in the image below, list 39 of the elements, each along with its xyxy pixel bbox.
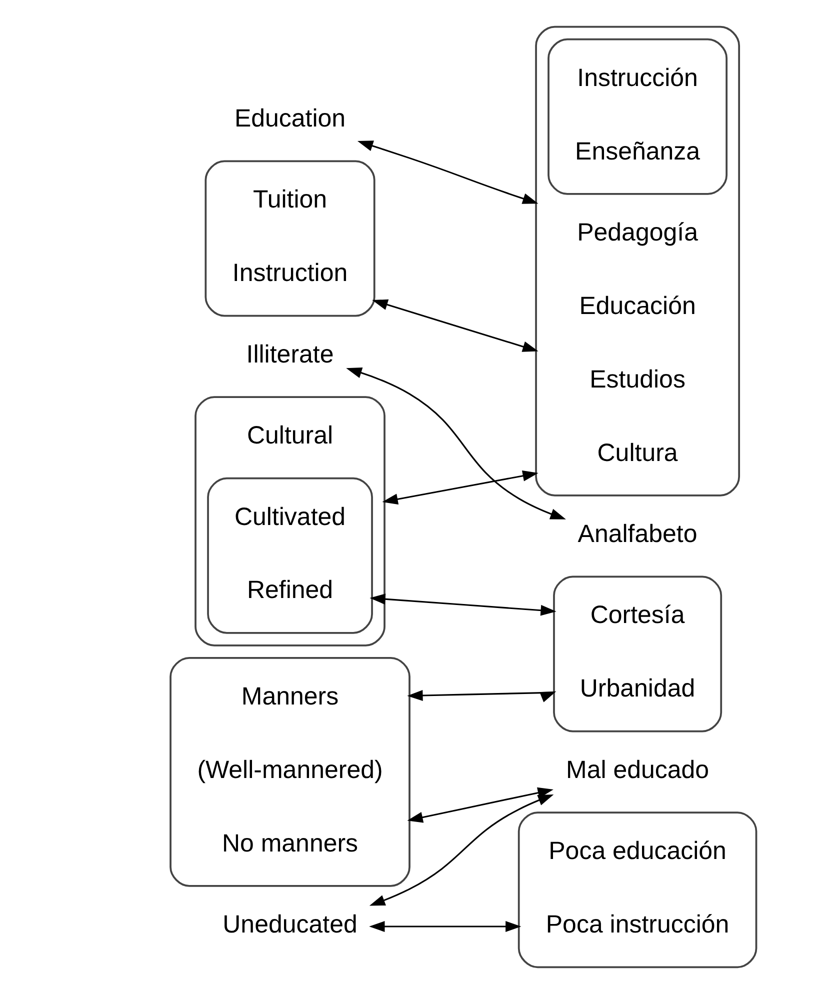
node-text: Manners [241,682,339,710]
cluster [207,477,373,634]
node-text: Urbanidad [580,674,696,703]
node-text: Cultural [246,422,334,450]
node-text: (Well-mannered) [197,756,383,784]
node-text: Uneducated [222,910,358,938]
node-text: Cultivated [234,502,346,531]
arrow [369,921,522,932]
arrow [370,594,556,616]
node-text: Poca educación [548,837,726,866]
cluster [518,812,758,968]
node-text: Estudios [590,365,686,394]
cluster [535,26,740,496]
arrow [346,368,566,520]
node-text: Educación [579,292,696,320]
node-text: Illiterate [246,340,334,368]
arrow [407,690,556,702]
node-text: Poca instrucción [546,910,730,938]
arrow [372,299,538,352]
cluster [170,656,410,887]
cluster [548,38,728,195]
arrow [382,470,538,505]
node-text: Refined [246,576,334,604]
cluster [204,160,376,317]
node-text: Education [234,104,346,133]
arrow [407,787,554,823]
cluster [553,576,722,732]
node-text: No manners [222,829,358,858]
node-text: Pedagogía [577,218,698,247]
node-text: Analfabeto [578,520,698,548]
node-text: Enseñanza [575,137,700,166]
node-text: Mal educado [566,756,710,784]
arrow [357,140,538,204]
arrow [369,794,554,906]
node-text: Cortesía [590,601,685,630]
node-text: Instrucción [577,64,698,92]
node-text: Instruction [232,259,348,288]
node-text: Cultura [597,438,678,467]
node-text: Tuition [252,186,328,214]
